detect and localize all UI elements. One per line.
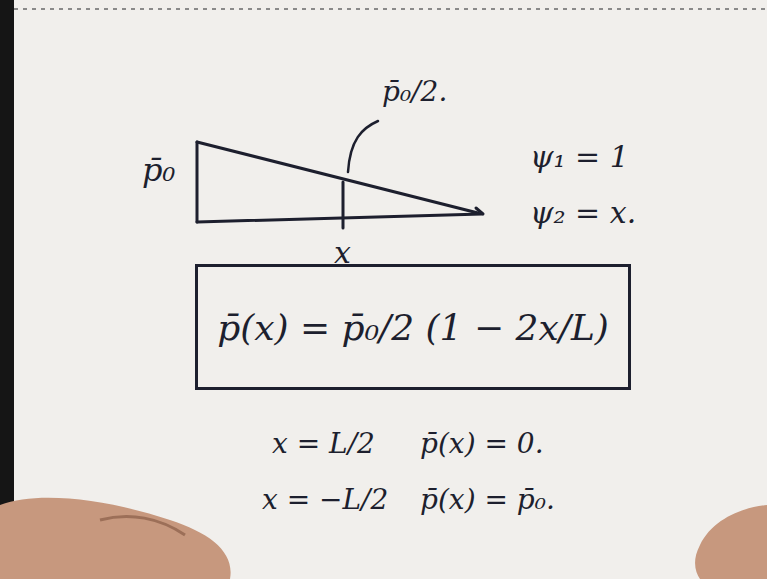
equation-text: p̄(x) = p̄₀/2 (1 − 2x/L) (217, 307, 609, 348)
load-magnitude: p̄₀ (142, 152, 175, 189)
basis-function: ψ₁ = 1 (530, 140, 629, 175)
left-edge-bar (0, 0, 14, 579)
leader-line (348, 121, 378, 172)
boxed-equation: p̄(x) = p̄₀/2 (1 − 2x/L) (195, 264, 631, 390)
hand-right (695, 505, 767, 579)
condition-result: p̄(x) = 0. (420, 428, 544, 460)
page-edge-dots (14, 8, 767, 10)
condition: x = L/2 (272, 428, 375, 460)
basis-function: ψ₂ = x. (530, 196, 636, 231)
condition: x = −L/2 (262, 484, 388, 516)
hand-left (0, 498, 231, 579)
condition-result: p̄(x) = p̄₀. (420, 484, 555, 516)
load-triangle (197, 142, 483, 228)
midpoint-value: p̄₀/2. (382, 76, 447, 108)
hand-left-finger (100, 516, 185, 535)
